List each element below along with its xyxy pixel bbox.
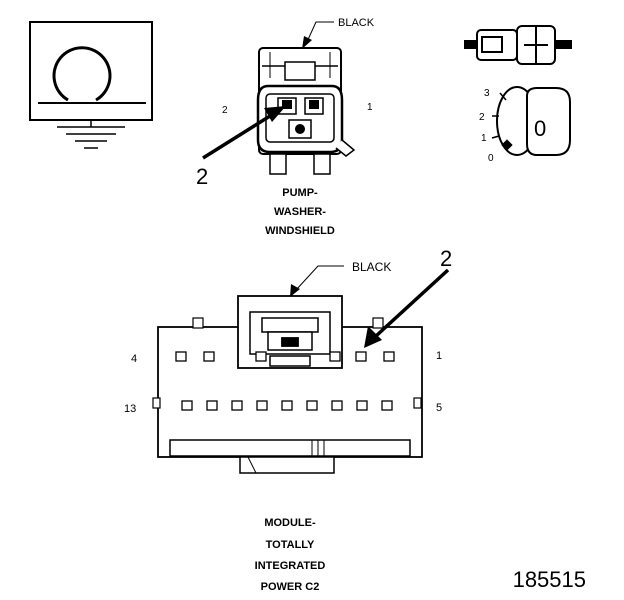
tipm-caption-line-3: INTEGRATED — [255, 560, 326, 572]
switch-position-0: 0 — [488, 153, 494, 164]
test-probe-icon — [464, 25, 572, 65]
tipm-callout-label: 2 — [440, 246, 452, 271]
washer-pump-connector — [256, 47, 356, 175]
tipm-pin-cavity — [306, 400, 318, 411]
washer-caption-line-2: WASHER- — [274, 206, 326, 218]
washer-pin-2-label: 2 — [222, 105, 228, 116]
figure-id: 185515 — [513, 567, 586, 592]
tipm-pin-cavity — [181, 400, 193, 411]
washer-callout-arrowhead — [264, 106, 286, 122]
tipm-pin-5-label: 5 — [436, 402, 442, 414]
tipm-caption-line-4: POWER C2 — [261, 581, 320, 593]
tipm-pin-cavity — [355, 351, 367, 362]
washer-pin-1-label: 1 — [367, 102, 373, 113]
tipm-pin-13-label: 13 — [124, 403, 136, 415]
tipm-pin-4-label: 4 — [131, 353, 137, 365]
washer-callout-label: 2 — [196, 164, 208, 189]
tipm-pin-cavity — [356, 400, 368, 411]
ground-icon — [57, 120, 125, 149]
tipm-pin-cavity — [281, 400, 293, 411]
tipm-pin-cavity — [203, 351, 215, 362]
tipm-connector — [152, 295, 423, 474]
tipm-pin-cavity — [331, 400, 343, 411]
tipm-callout-arrow — [374, 268, 450, 338]
key-position-label: 0 — [534, 116, 546, 141]
ignition-switch-icon — [491, 86, 571, 156]
tipm-pin-cavity — [256, 400, 268, 411]
tipm-caption-line-1: MODULE- — [264, 517, 316, 529]
ohm-meter-icon — [29, 21, 153, 121]
switch-position-3: 3 — [484, 88, 490, 99]
washer-color-label: BLACK — [338, 17, 375, 29]
tipm-pin-cavity — [255, 351, 267, 362]
switch-position-1: 1 — [481, 133, 487, 144]
tipm-color-leader — [295, 265, 344, 291]
tipm-pin-cavity — [381, 400, 393, 411]
tipm-pin-cavity — [175, 351, 187, 362]
washer-caption-line-3: WINDSHIELD — [265, 225, 335, 237]
tipm-color-arrowhead — [290, 284, 300, 297]
tipm-pin-cavities — [175, 351, 395, 411]
washer-color-arrowhead — [302, 36, 312, 49]
tipm-pin-cavity — [329, 351, 341, 362]
washer-color-leader — [305, 21, 334, 45]
washer-caption-line-1: PUMP- — [282, 187, 318, 199]
tipm-pin-1-label: 1 — [436, 350, 442, 362]
tipm-pin-cavity — [383, 351, 395, 362]
tipm-pin-cavity — [231, 400, 243, 411]
tipm-callout-arrowhead — [364, 326, 382, 348]
tipm-color-label: BLACK — [352, 260, 391, 274]
washer-callout-arrow — [202, 114, 271, 160]
tipm-pin-cavity — [206, 400, 218, 411]
switch-position-2: 2 — [479, 112, 485, 123]
tipm-caption-line-2: TOTALLY — [266, 539, 315, 551]
